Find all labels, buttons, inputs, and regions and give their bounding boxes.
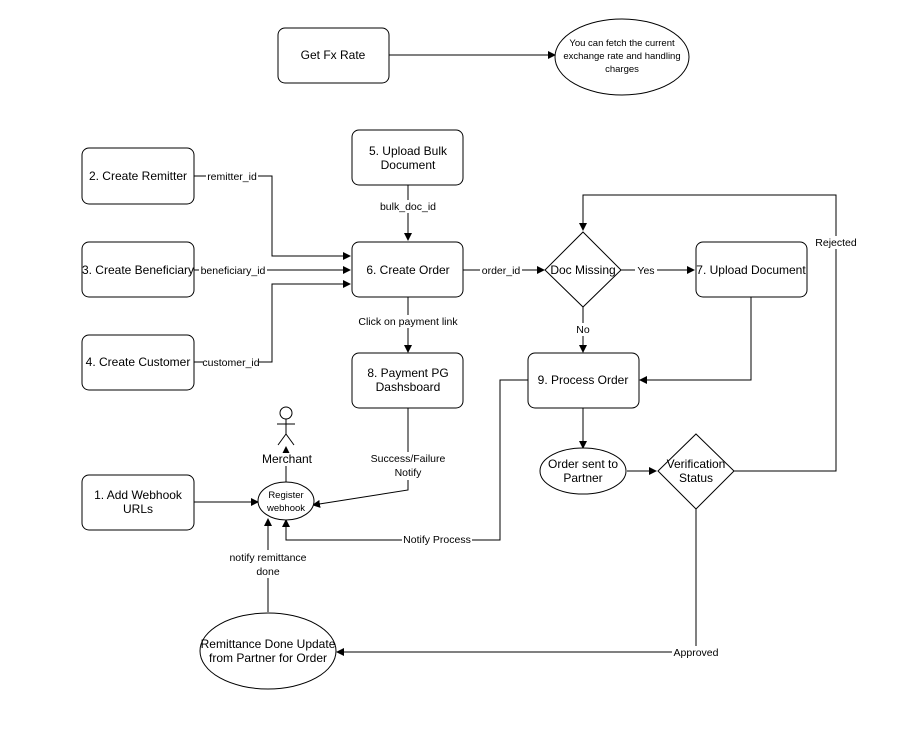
register-webhook-line-1: Register <box>268 490 303 501</box>
node-upload-bulk-document[interactable]: 5. Upload Bulk Document <box>351 129 464 186</box>
merchant-actor-icon <box>277 406 295 446</box>
remittance-done-line-1: Remittance Done Update <box>201 637 336 651</box>
create-remitter-label: 2. Create Remitter <box>89 169 187 183</box>
register-webhook-line-2: webhook <box>266 503 305 514</box>
label-remitter-id: remitter_id <box>207 171 257 183</box>
edge-remitter-to-order <box>194 175 351 260</box>
node-doc-missing[interactable]: Doc Missing <box>544 231 622 308</box>
remittance-done-line-2: from Partner for Order <box>209 651 327 665</box>
node-create-remitter[interactable]: 2. Create Remitter <box>81 147 195 205</box>
edge-process-to-webhook <box>282 379 528 541</box>
node-process-order[interactable]: 9. Process Order <box>527 352 640 409</box>
merchant-label: Merchant <box>262 452 313 466</box>
label-notify-remittance-2: done <box>256 566 280 578</box>
edge-customer-to-order <box>194 280 351 363</box>
label-approved: Approved <box>674 647 719 659</box>
label-notify-process: Notify Process <box>403 534 471 546</box>
label-success-failure-1: Success/Failure <box>371 453 446 465</box>
edge-upload-to-process <box>639 297 752 384</box>
node-add-webhook-urls[interactable]: 1. Add Webhook URLs <box>81 474 195 531</box>
node-create-beneficiary[interactable]: 3. Create Beneficiary <box>81 241 195 298</box>
payment-pg-line-1: 8. Payment PG <box>367 366 448 380</box>
label-order-id: order_id <box>482 265 521 277</box>
label-no: No <box>576 324 590 336</box>
label-notify-remittance-1: notify remittance <box>229 552 306 564</box>
add-webhook-line-2: URLs <box>123 502 153 516</box>
node-create-customer[interactable]: 4. Create Customer <box>81 334 195 391</box>
node-fx-note: You can fetch the current exchange rate … <box>554 18 690 96</box>
edge-payment-to-webhook <box>312 408 409 508</box>
verification-line-1: Verification <box>667 457 726 471</box>
doc-missing-label: Doc Missing <box>550 263 615 277</box>
fx-note-line-3: charges <box>605 64 639 75</box>
label-rejected: Rejected <box>815 237 857 249</box>
upload-document-label: 7. Upload Document <box>696 263 806 277</box>
process-order-label: 9. Process Order <box>538 373 629 387</box>
label-yes: Yes <box>637 265 654 277</box>
label-success-failure-2: Notify <box>395 467 423 479</box>
node-create-order[interactable]: 6. Create Order <box>351 241 464 298</box>
payment-pg-line-2: Dashsboard <box>376 380 441 394</box>
node-verification-status[interactable]: Verification Status <box>657 433 735 510</box>
order-sent-line-2: Partner <box>563 471 602 485</box>
node-register-webhook[interactable]: Register webhook <box>257 481 315 521</box>
order-sent-line-1: Order sent to <box>548 457 618 471</box>
create-order-label: 6. Create Order <box>366 263 449 277</box>
verification-line-2: Status <box>679 471 713 485</box>
edge-approved-to-remittance <box>336 509 697 656</box>
create-customer-label: 4. Create Customer <box>86 355 191 369</box>
node-get-fx-rate[interactable]: Get Fx Rate <box>277 27 390 84</box>
node-remittance-done-update[interactable]: Remittance Done Update from Partner for … <box>199 612 337 690</box>
label-beneficiary-id: beneficiary_id <box>201 265 266 277</box>
node-upload-document[interactable]: 7. Upload Document <box>695 241 808 298</box>
fx-note-line-1: You can fetch the current <box>569 38 675 49</box>
upload-bulk-line-1: 5. Upload Bulk <box>369 144 448 158</box>
node-payment-pg-dashboard[interactable]: 8. Payment PG Dashsboard <box>351 352 464 409</box>
edge-labels: remitter_id beneficiary_id customer_id b… <box>199 170 860 659</box>
create-beneficiary-label: 3. Create Beneficiary <box>82 263 194 277</box>
upload-bulk-line-2: Document <box>381 158 436 172</box>
edge-rejected-loop <box>579 194 837 472</box>
fx-note-line-2: exchange rate and handling <box>563 51 680 62</box>
node-order-sent-to-partner[interactable]: Order sent to Partner <box>539 447 627 495</box>
add-webhook-line-1: 1. Add Webhook <box>94 488 183 502</box>
label-customer-id: customer_id <box>202 357 259 369</box>
label-click-payment: Click on payment link <box>358 316 458 328</box>
label-bulk-doc-id: bulk_doc_id <box>380 201 436 213</box>
get-fx-rate-label: Get Fx Rate <box>301 48 366 62</box>
